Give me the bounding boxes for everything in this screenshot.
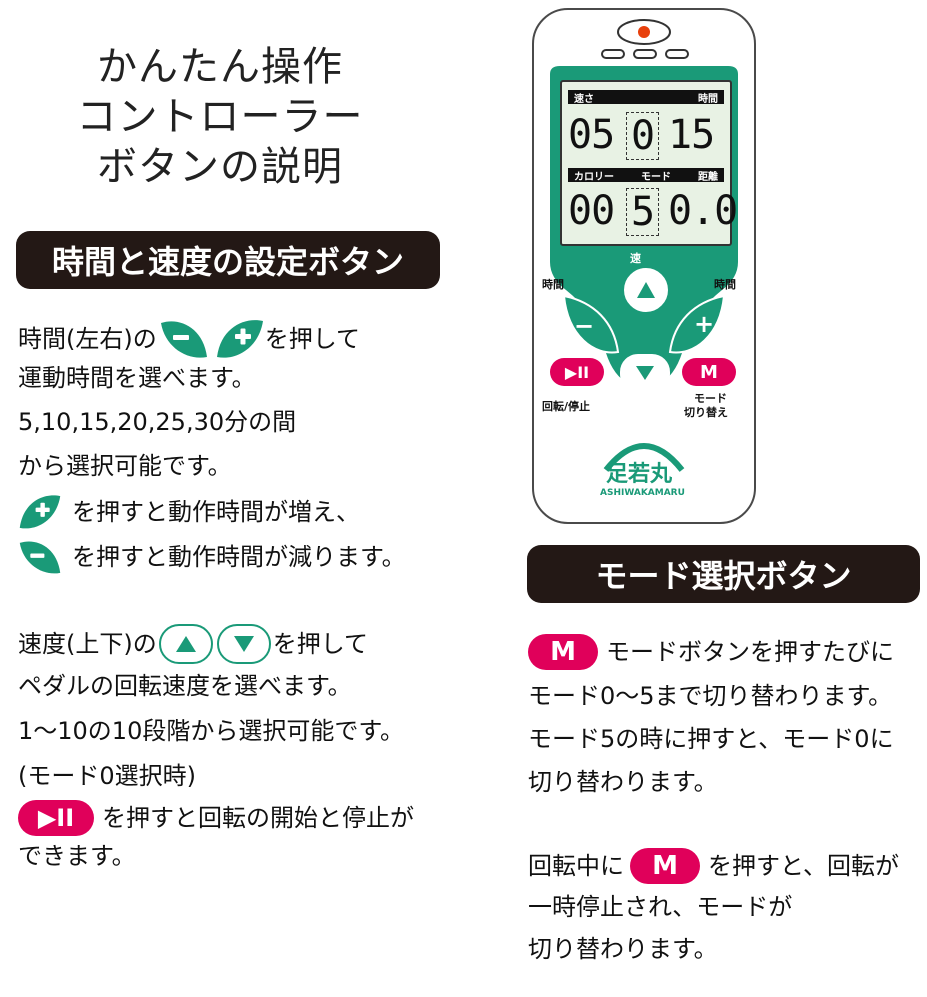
plus-leaf-icon: [19, 495, 61, 529]
lcd-mode-value: 5: [626, 188, 660, 236]
lcd-distance-value: 0.0: [668, 188, 738, 234]
mode-line-7: 切り替わります。: [528, 935, 718, 963]
lcd-distance-label: 距離: [698, 171, 718, 183]
time-line-6: を押すと動作時間が減ります。: [18, 535, 406, 579]
minus-leaf-icon: [160, 321, 207, 358]
lcd-mode-top-value: 0: [626, 112, 660, 160]
mode-label-2: 切り替え: [684, 406, 728, 419]
mode-heading: モード選択ボタン: [527, 545, 920, 603]
time-right-label: 時間: [714, 278, 736, 291]
speed-label: 速: [630, 252, 641, 265]
speed-down-button[interactable]: [620, 354, 670, 392]
time-line-3: 5,10,15,20,25,30分の間: [18, 408, 297, 436]
lcd-speed-value: 05: [568, 112, 615, 158]
time-line-4: から選択可能です。: [18, 452, 232, 480]
lcd-display: 速さ 時間 05 0 15 カロリー モード 距離 00 5 0.0: [560, 80, 738, 246]
remote-controller: 速さ 時間 05 0 15 カロリー モード 距離 00 5 0.0 速 時間 …: [532, 8, 756, 524]
time-line-2: 運動時間を選べます。: [18, 364, 256, 392]
minus-leaf-icon: [19, 541, 61, 574]
slow-label: 遅く: [632, 398, 654, 411]
time-left-label: 時間: [542, 278, 564, 291]
time-plus-button[interactable]: +: [694, 310, 715, 338]
mode-line-1: M モードボタンを押すたびに: [528, 634, 894, 670]
mode-line-4: 切り替わります。: [528, 768, 718, 796]
rotate-stop-button[interactable]: ▶II: [550, 358, 604, 386]
lcd-mode-label: モード: [641, 171, 671, 183]
brand-logo-arc: [603, 443, 685, 472]
brand-name: ASHIWAKAMARU: [600, 488, 685, 498]
mode-line-3: モード5の時に押すと、モード0に: [528, 725, 894, 753]
down-button-icon: [216, 624, 271, 664]
mode-line-5: 回転中に M を押すと、回転が: [528, 848, 899, 884]
power-indicator-icon: [617, 19, 671, 45]
speed-line-3: 1～10の10段階から選択可能です。: [18, 717, 404, 745]
mode-button[interactable]: M: [682, 358, 736, 386]
speed-up-button[interactable]: [624, 268, 668, 312]
mode-line-6: 一時停止され、モードが: [528, 893, 793, 921]
title-line-1: かんたん操作: [97, 44, 343, 90]
speed-line-4: (モード0選択時): [18, 762, 196, 790]
mode-label-1: モード: [694, 392, 727, 405]
speed-line-5: ▶II を押すと回転の開始と停止が: [18, 800, 414, 836]
lcd-speed-label: 速さ: [574, 93, 594, 105]
m-button-icon: M: [528, 634, 598, 670]
speed-line-2: ペダルの回転速度を選べます。: [18, 672, 352, 700]
speed-line-6: できます。: [18, 842, 136, 870]
plus-leaf-icon: [216, 320, 263, 358]
lcd-calorie-label: カロリー: [574, 171, 614, 183]
time-line-5: を押すと動作時間が増え、: [18, 490, 360, 534]
title-line-2: コントローラー: [76, 94, 364, 140]
brand-logo: 足若丸: [606, 462, 673, 487]
lcd-time-label: 時間: [698, 93, 718, 105]
time-speed-heading: 時間と速度の設定ボタン: [16, 231, 440, 289]
rotate-stop-label: 回転/停止: [542, 400, 591, 413]
speed-line-1: 速度(上下)の を押して: [18, 624, 368, 664]
lcd-calorie-value: 00: [568, 188, 615, 234]
mode-line-2: モード0～5まで切り替わります。: [528, 682, 893, 710]
up-button-icon: [158, 624, 213, 664]
page-title: かんたん操作 コントローラー ボタンの説明: [20, 42, 420, 192]
play-pause-button-icon: ▶II: [18, 800, 94, 836]
up-arrow-icon: [637, 282, 655, 298]
time-minus-button[interactable]: −: [574, 312, 595, 340]
down-arrow-icon: [636, 366, 654, 380]
title-line-3: ボタンの説明: [97, 144, 343, 190]
lcd-time-value: 15: [668, 112, 715, 158]
m-button-icon: M: [630, 848, 700, 884]
indicator-lights-icon: [601, 49, 689, 59]
time-line-1: 時間(左右)の を押して: [18, 317, 360, 361]
